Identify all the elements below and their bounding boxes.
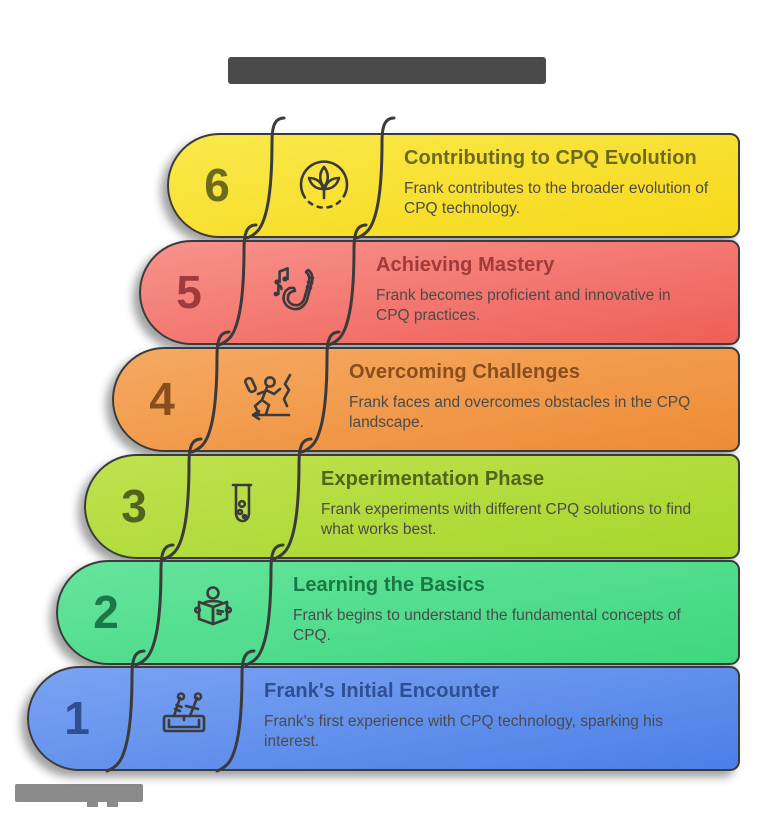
step-description: Frank becomes proficient and innovative … — [376, 287, 671, 325]
step-title: Achieving Mastery — [376, 254, 555, 276]
test-tube-icon — [231, 483, 253, 523]
step-title: Overcoming Challenges — [349, 361, 581, 383]
step-title: Learning the Basics — [293, 574, 485, 596]
step-number: 6 — [204, 159, 230, 211]
climber-on-slope-icon — [244, 373, 292, 421]
step-banner-4: 4 Overcoming Challenges Frank faces and … — [112, 330, 740, 454]
step-number: 1 — [64, 692, 90, 744]
step-title: Frank's Initial Encounter — [264, 680, 500, 702]
step-banner-1: 1 Frank's Initial Encounter Frank's firs… — [27, 649, 740, 773]
step-number: 5 — [176, 266, 202, 318]
step-number: 3 — [121, 480, 147, 532]
step-banner-5: 5 Achieving Mastery Frank becomes profic… — [139, 223, 740, 347]
step-banner-3: 3 Experimentation Phase Frank experiment… — [84, 437, 740, 561]
step-banner-6: 6 Contributing to CPQ Evolution Frank co… — [167, 116, 740, 240]
watermark-redacted — [15, 784, 143, 807]
watermark-descender — [107, 800, 118, 807]
step-title: Contributing to CPQ Evolution — [404, 147, 697, 169]
watermark-descender — [87, 800, 98, 807]
step-title: Experimentation Phase — [321, 468, 545, 490]
step-banner-2: 2 Learning the Basics Frank begins to un… — [56, 543, 740, 667]
step-description: Frank experiments with different CPQ sol… — [321, 501, 692, 539]
plant-in-circle-icon — [299, 160, 349, 209]
saxophone-with-notes-icon — [273, 267, 315, 311]
toolbox-with-tools-icon — [162, 692, 206, 733]
step-description: Frank's first experience with CPQ techno… — [264, 713, 663, 751]
person-reading-book-icon — [193, 586, 233, 626]
step-number: 4 — [149, 373, 175, 425]
step-description: Frank contributes to the broader evoluti… — [404, 180, 709, 218]
step-description: Frank faces and overcomes obstacles in t… — [349, 394, 691, 432]
step-number: 2 — [93, 586, 119, 638]
page-title-redacted — [228, 57, 546, 84]
step-description: Frank begins to understand the fundament… — [293, 607, 681, 645]
